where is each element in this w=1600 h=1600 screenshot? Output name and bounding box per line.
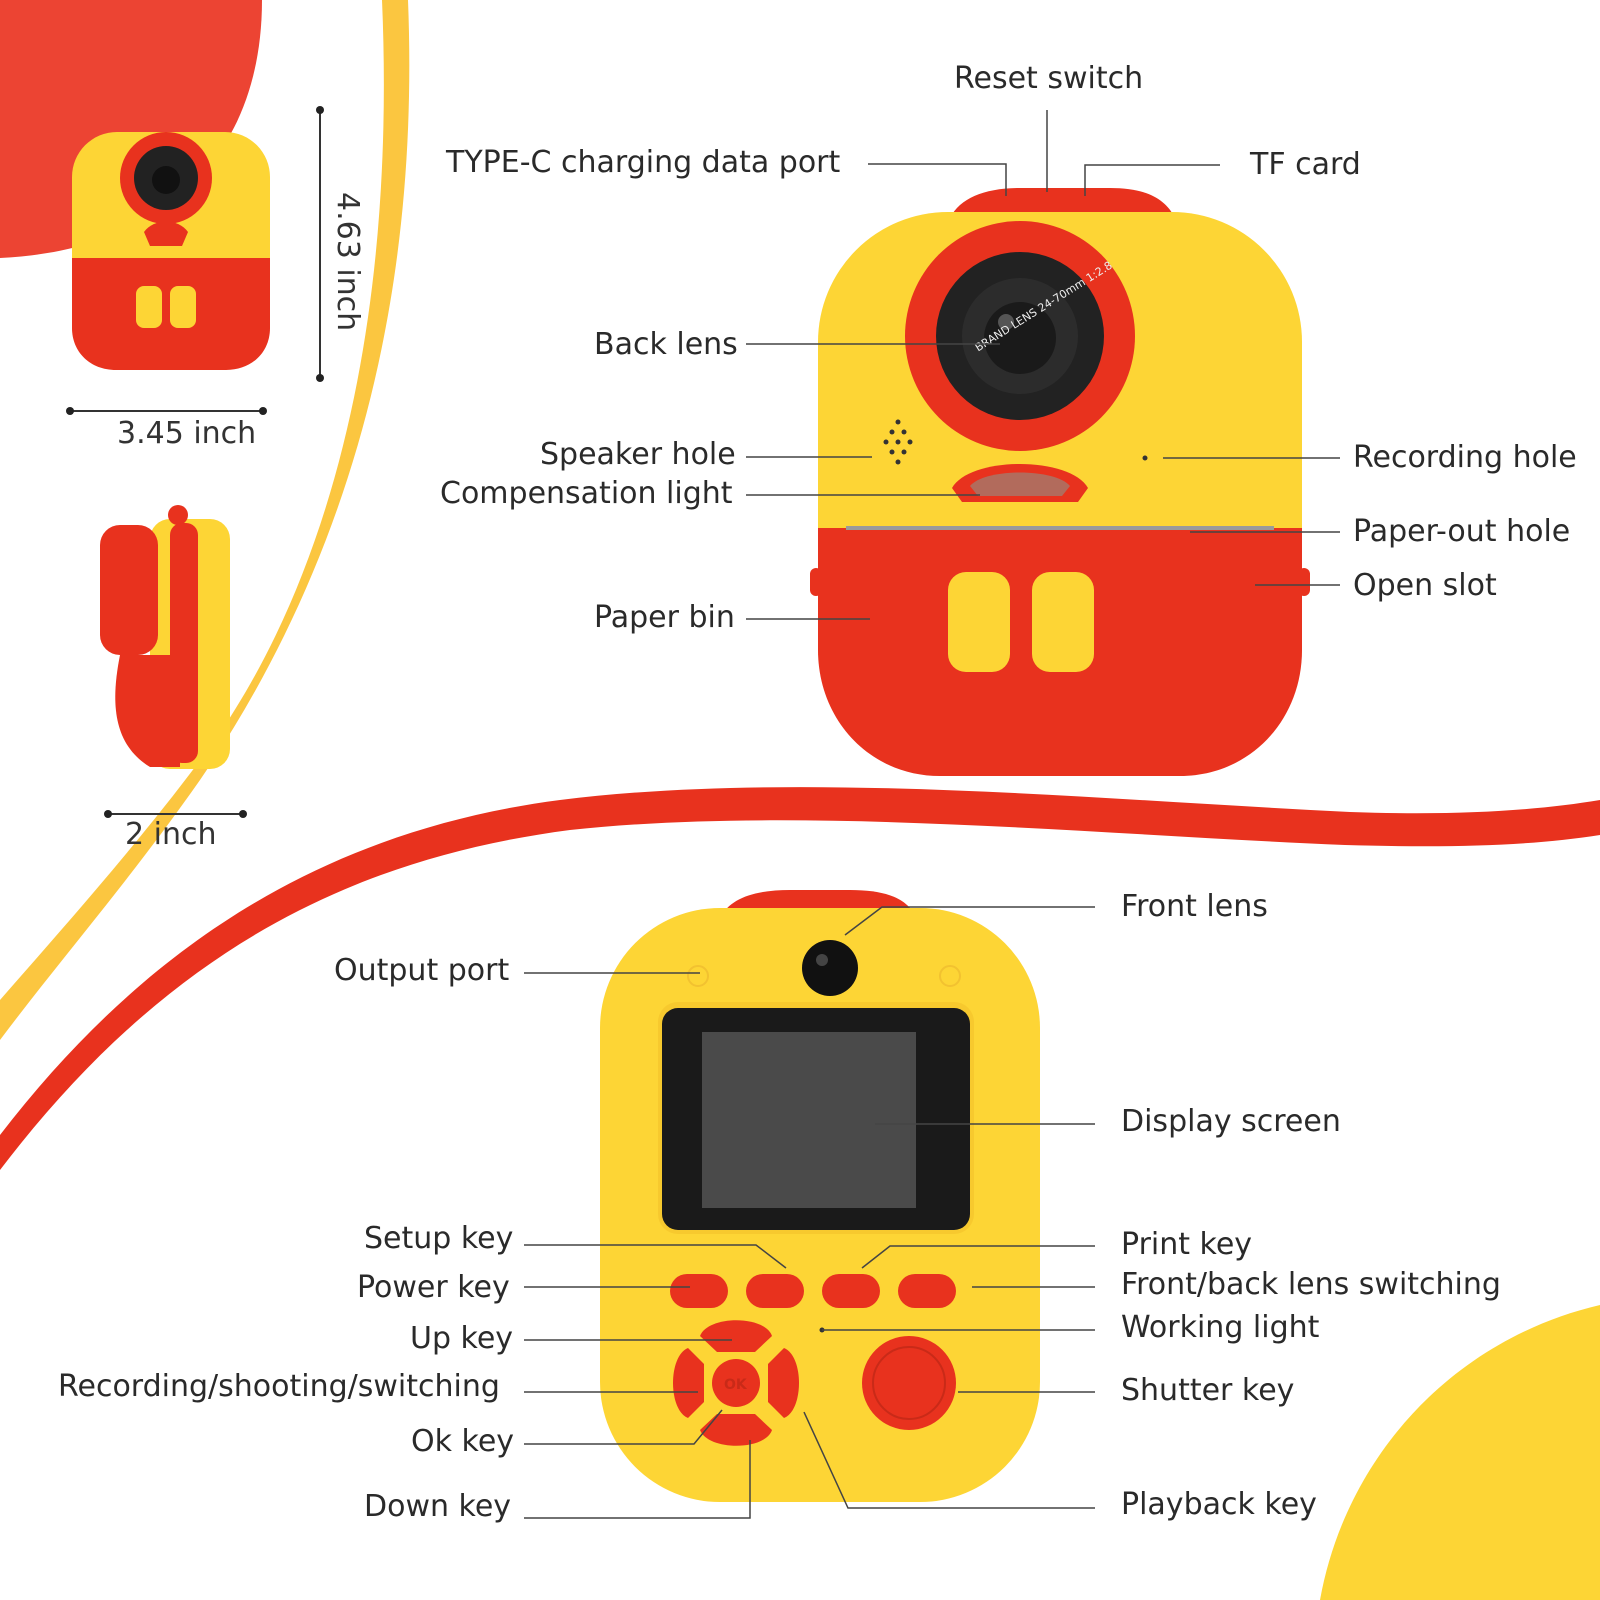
label-lens-switching: Front/back lens switching	[1121, 1267, 1501, 1302]
label-display-screen: Display screen	[1121, 1104, 1341, 1139]
label-shutter-key: Shutter key	[1121, 1373, 1295, 1408]
camera-front-view	[600, 890, 1040, 1502]
label-front-lens: Front lens	[1121, 889, 1268, 924]
camera-back-view	[810, 188, 1310, 776]
label-paper-bin: Paper bin	[594, 600, 735, 635]
label-playback-key: Playback key	[1121, 1487, 1317, 1522]
label-type-c-port: TYPE-C charging data port	[446, 145, 841, 180]
label-open-slot: Open slot	[1353, 568, 1497, 603]
label-recording-hole: Recording hole	[1353, 440, 1577, 475]
label-compensation-light: Compensation light	[440, 476, 733, 511]
left-yellow-stripe	[0, 0, 410, 1040]
label-output-port: Output port	[334, 953, 510, 988]
width-dimension: 3.45 inch	[117, 416, 257, 451]
label-up-key: Up key	[410, 1321, 514, 1356]
label-ok-key: Ok key	[411, 1424, 515, 1459]
middle-red-band	[0, 787, 1600, 1170]
label-power-key: Power key	[357, 1270, 510, 1305]
label-back-lens: Back lens	[594, 327, 738, 362]
label-print-key: Print key	[1121, 1227, 1253, 1262]
label-reset-switch: Reset switch	[954, 61, 1144, 96]
thumbnail-back-view	[72, 132, 270, 370]
label-setup-key: Setup key	[364, 1221, 514, 1256]
ok-button-text: OK	[724, 1377, 747, 1393]
top-left-red-blob	[0, 0, 262, 258]
label-tf-card: TF card	[1250, 147, 1361, 182]
thumbnail-side-view	[100, 505, 230, 769]
label-down-key: Down key	[364, 1489, 512, 1524]
bottom-right-yellow-blob	[1320, 1305, 1600, 1600]
depth-dimension: 2 inch	[125, 817, 217, 852]
label-speaker-hole: Speaker hole	[540, 437, 736, 472]
label-working-light: Working light	[1121, 1310, 1320, 1345]
label-paper-out-hole: Paper-out hole	[1353, 514, 1571, 549]
label-recording-shooting-switching: Recording/shooting/switching	[58, 1369, 500, 1404]
